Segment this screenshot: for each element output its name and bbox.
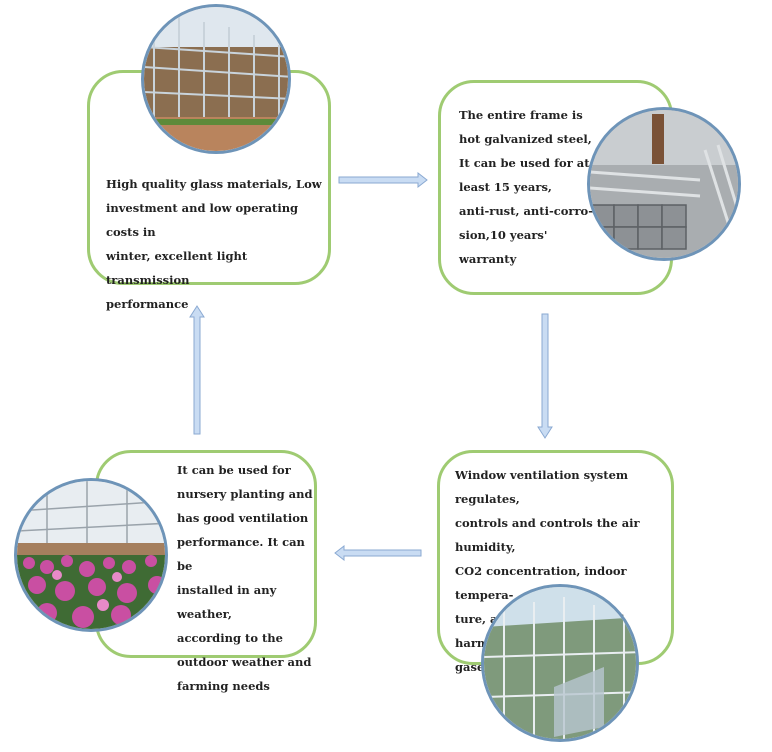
arrow-right (338, 172, 428, 188)
arrow-left (334, 545, 422, 561)
card-glass-materials-text: High quality glass materials, Low invest… (106, 177, 322, 311)
greenhouse-exterior-illustration (144, 7, 288, 151)
card-steel-frame-text: The entire frame is hot galvanized steel… (459, 108, 593, 266)
card-nursery-planting-text: It can be used for nursery planting and … (177, 463, 313, 693)
arrow-down (537, 313, 553, 439)
flower-nursery-illustration (17, 481, 165, 629)
steel-tubes-illustration (590, 110, 738, 258)
flower-nursery-photo (14, 478, 168, 632)
roof-vents-illustration (484, 587, 636, 739)
steel-tubes-photo (587, 107, 741, 261)
greenhouse-exterior-photo (141, 4, 291, 154)
arrow-up (189, 305, 205, 435)
roof-vents-photo (481, 584, 639, 742)
